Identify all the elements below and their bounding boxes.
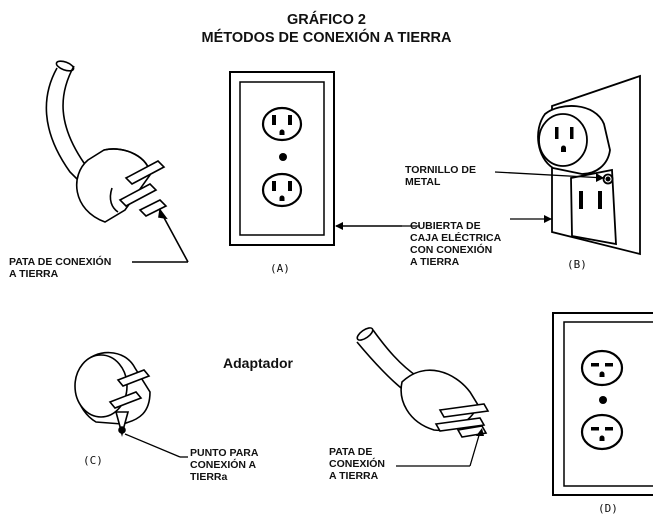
grounding-prong-label-a: PATA DE CONEXIÓN A TIERRA — [9, 256, 112, 280]
caption-c: (C) — [83, 454, 103, 467]
box-cover-label: CUBIERTA DE CAJA ELÉCTRICA CON CONEXIÓN … — [410, 220, 502, 268]
grounding-point-label: PUNTO PARA CONEXIÓN A TIERRa — [190, 447, 259, 483]
duplex-outlet-d — [552, 312, 653, 496]
adapter-label: Adaptador — [223, 355, 293, 371]
caption-b: (B) — [567, 258, 587, 271]
duplex-outlet-a — [229, 71, 402, 246]
caption-a: (A) — [270, 262, 290, 275]
grounded-plug-illustration-2 — [356, 327, 490, 467]
metal-screw-label: TORNILLO DE METAL — [405, 164, 476, 188]
grounded-plug-illustration — [45, 60, 189, 263]
diagram-title-line1: GRÁFICO 2 — [287, 12, 366, 28]
wall-outlet-b — [494, 74, 641, 256]
adapter-illustration-c — [74, 351, 188, 458]
grounding-prong-label-d: PATA DE CONEXIÓN A TIERRA — [329, 446, 386, 482]
diagram-title-line2: MÉTODOS DE CONEXIÓN A TIERRA — [201, 30, 452, 46]
caption-d: (D) — [598, 502, 618, 515]
